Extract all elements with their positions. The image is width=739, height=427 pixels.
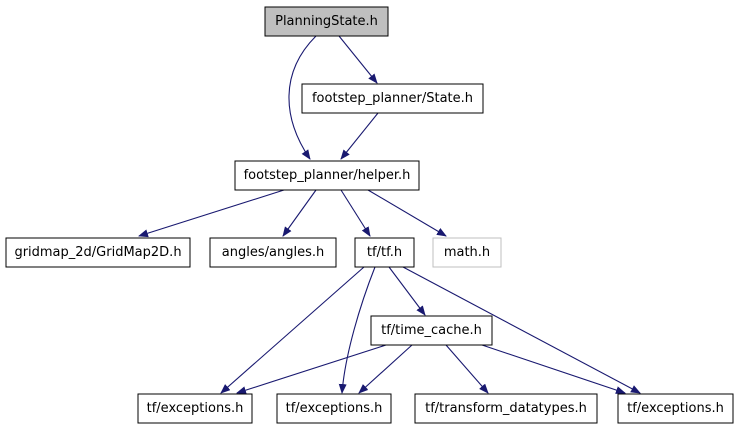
node-label-time-cache: tf/time_cache.h — [381, 323, 482, 338]
node-label-tf: tf/tf.h — [367, 245, 402, 260]
node-state[interactable]: footstep_planner/State.h — [301, 83, 484, 114]
edge-time-cache-to-exceptions-2 — [358, 344, 413, 394]
node-box-exceptions-3 — [617, 393, 734, 424]
node-label-state: footstep_planner/State.h — [312, 91, 473, 106]
node-label-transform-datatypes: tf/transform_datatypes.h — [425, 401, 587, 416]
node-transform-datatypes[interactable]: tf/transform_datatypes.h — [414, 393, 598, 424]
node-box-exceptions-2 — [276, 393, 392, 424]
edge-helper-to-gridmap — [138, 189, 285, 238]
node-gridmap[interactable]: gridmap_2d/GridMap2D.h — [5, 237, 191, 268]
node-time-cache[interactable]: tf/time_cache.h — [370, 315, 493, 346]
edge-helper-to-tf — [340, 189, 371, 237]
node-math[interactable]: math.h — [432, 237, 502, 268]
edge-tf-to-exceptions-1 — [220, 266, 365, 394]
node-exceptions-3[interactable]: tf/exceptions.h — [617, 393, 734, 424]
node-planning-state[interactable]: PlanningState.h — [264, 6, 389, 37]
edge-helper-to-angles — [282, 189, 317, 237]
node-helper[interactable]: footstep_planner/helper.h — [234, 160, 420, 191]
node-label-exceptions-2: tf/exceptions.h — [286, 401, 383, 416]
node-tf[interactable]: tf/tf.h — [354, 237, 415, 268]
node-label-exceptions-1: tf/exceptions.h — [147, 401, 244, 416]
node-box-tf — [354, 237, 415, 268]
node-box-exceptions-1 — [137, 393, 253, 424]
node-label-math: math.h — [444, 245, 490, 260]
node-exceptions-2[interactable]: tf/exceptions.h — [276, 393, 392, 424]
node-label-exceptions-3: tf/exceptions.h — [627, 401, 724, 416]
edge-tf-to-time-cache — [388, 266, 426, 316]
node-label-angles: angles/angles.h — [222, 245, 324, 260]
node-box-angles — [209, 237, 337, 268]
edge-tf-to-exceptions-2 — [338, 266, 376, 394]
node-exceptions-1[interactable]: tf/exceptions.h — [137, 393, 253, 424]
edge-state-to-helper — [340, 112, 379, 160]
node-angles[interactable]: angles/angles.h — [209, 237, 337, 268]
edges — [138, 35, 641, 395]
node-box-gridmap — [5, 237, 191, 268]
edge-time-cache-to-transform-datatypes — [445, 344, 489, 394]
node-label-planning-state: PlanningState.h — [275, 14, 378, 29]
edge-time-cache-to-exceptions-3 — [481, 344, 626, 394]
node-box-math — [432, 237, 502, 268]
node-label-gridmap: gridmap_2d/GridMap2D.h — [14, 245, 181, 260]
edge-planning-state-to-state — [338, 35, 378, 84]
edge-time-cache-to-exceptions-1 — [236, 344, 387, 395]
edge-helper-to-math — [367, 189, 447, 237]
node-box-state — [301, 83, 484, 114]
node-label-helper: footstep_planner/helper.h — [244, 168, 411, 183]
node-box-time-cache — [370, 315, 493, 346]
node-box-planning-state — [264, 6, 389, 37]
nodes: PlanningState.h footstep_planner/State.h… — [5, 6, 734, 424]
edge-planning-state-to-helper — [288, 35, 317, 160]
node-box-helper — [234, 160, 420, 191]
edge-tf-to-exceptions-3 — [402, 266, 641, 394]
node-box-transform-datatypes — [414, 393, 598, 424]
